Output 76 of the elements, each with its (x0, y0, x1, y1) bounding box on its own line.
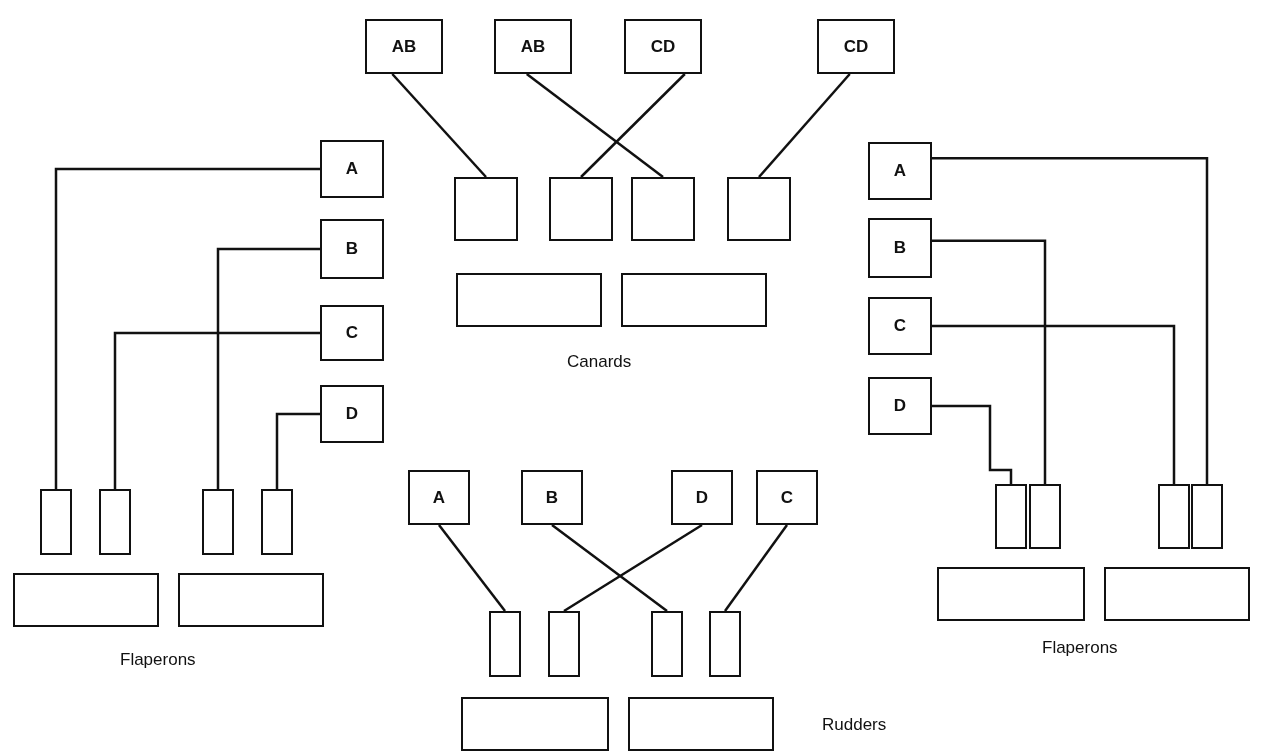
controller-box (868, 142, 932, 200)
surface-box (1104, 567, 1250, 621)
controller-box (494, 19, 572, 74)
connector-line (932, 239, 1047, 484)
surface-box (937, 567, 1085, 621)
controller-box (320, 219, 384, 279)
actuator-box (1158, 484, 1190, 549)
channel-label: A (345, 159, 359, 179)
controller-box (320, 305, 384, 361)
actuator-box (549, 177, 613, 241)
connector-line (54, 167, 320, 489)
channel-label: B (893, 238, 907, 258)
controller-box (756, 470, 818, 525)
channel-label: CD (843, 36, 869, 57)
group-label: Flaperons (120, 650, 196, 670)
channel-label: A (432, 487, 446, 508)
connector-line (438, 524, 506, 612)
actuator-box (99, 489, 131, 555)
actuator-box (995, 484, 1027, 549)
controller-box (868, 297, 932, 355)
actuator-box (40, 489, 72, 555)
channel-label: CD (650, 36, 676, 57)
controller-box (365, 19, 443, 74)
controller-box (320, 385, 384, 443)
actuator-box (202, 489, 234, 555)
channel-label: D (893, 396, 907, 416)
group-label: Flaperons (1042, 638, 1118, 658)
connector-line (526, 73, 664, 178)
connector-line (275, 412, 320, 489)
actuator-box (631, 177, 695, 241)
connector-line (391, 73, 487, 178)
actuator-box (489, 611, 521, 677)
channel-label: D (345, 404, 359, 424)
connector-line (724, 524, 788, 612)
channel-label: AB (391, 36, 417, 57)
surface-box (13, 573, 159, 627)
group-label: Canards (567, 352, 632, 372)
surface-box (621, 273, 767, 327)
connector-line (113, 331, 320, 489)
group-label: Rudders (822, 715, 887, 735)
connector-line (551, 524, 668, 612)
channel-label: C (780, 487, 794, 508)
actuator-box (261, 489, 293, 555)
controller-box (521, 470, 583, 525)
channel-label: C (893, 316, 907, 336)
connector-line (216, 247, 320, 489)
actuator-box (1191, 484, 1223, 549)
connector-line (758, 73, 851, 178)
channel-label: D (695, 487, 709, 508)
actuator-box (709, 611, 741, 677)
connector-line (932, 324, 1176, 484)
connector-line (932, 404, 1013, 484)
channel-label: C (345, 323, 359, 343)
surface-box (628, 697, 774, 751)
actuator-box (727, 177, 791, 241)
connector-line (563, 523, 703, 613)
connector-line (932, 157, 1209, 484)
controller-box (817, 19, 895, 74)
controller-box (408, 470, 470, 525)
surface-box (178, 573, 324, 627)
channel-label: B (545, 487, 559, 508)
actuator-box (548, 611, 580, 677)
channel-label: A (893, 161, 907, 181)
actuator-box (1029, 484, 1061, 549)
channel-label: B (345, 239, 359, 259)
actuator-box (454, 177, 518, 241)
controller-box (624, 19, 702, 74)
surface-box (456, 273, 602, 327)
connector-line (580, 73, 686, 178)
actuator-box (651, 611, 683, 677)
channel-label: AB (520, 36, 546, 57)
controller-box (868, 218, 932, 278)
controller-box (868, 377, 932, 435)
controller-box (320, 140, 384, 198)
controller-box (671, 470, 733, 525)
surface-box (461, 697, 609, 751)
